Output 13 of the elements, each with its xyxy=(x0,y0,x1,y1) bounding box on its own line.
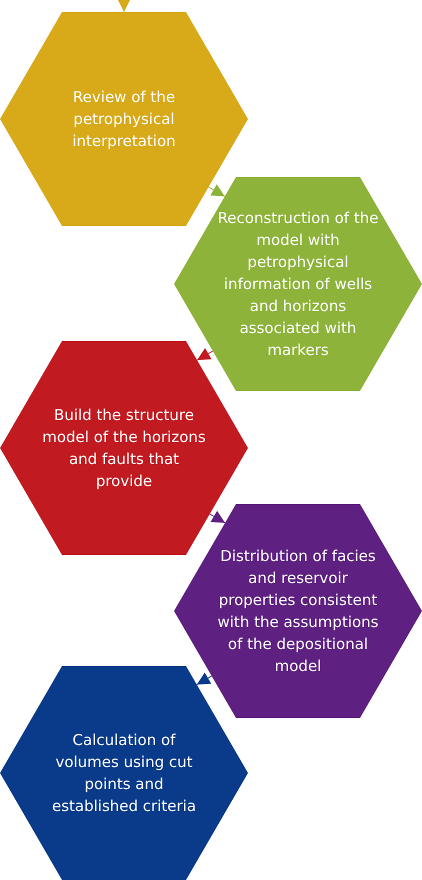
step-text: Review of the petrophysical interpretation xyxy=(71,87,177,152)
arrow xyxy=(208,184,226,197)
hexagon-step xyxy=(174,177,422,391)
step-text: Distribution of facies and reservoir properties consistent with the assumptions of the depositional model xyxy=(216,546,380,677)
step-text: Calculation of volumes using cut points and established criteria xyxy=(50,730,198,817)
arrow xyxy=(196,348,214,361)
step-text: Build the structure model of the horizons and faults that provide xyxy=(41,405,207,492)
arrow xyxy=(118,0,130,12)
hexagon-step xyxy=(0,666,248,880)
arrow xyxy=(196,672,212,686)
arrow xyxy=(209,510,226,524)
hexagon-step xyxy=(174,504,422,718)
step-text: Reconstruction of the model with petrophysical information of wells and horizons associated with markers xyxy=(216,208,380,361)
